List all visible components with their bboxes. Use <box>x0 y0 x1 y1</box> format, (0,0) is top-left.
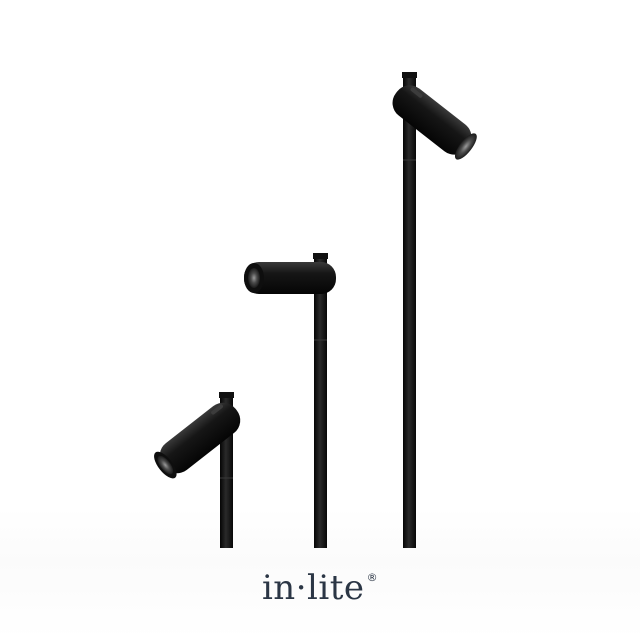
tall-spike-light <box>392 72 477 548</box>
medium-spike-light <box>244 253 336 548</box>
medium-spot-head <box>244 262 336 294</box>
tall-pole <box>403 72 416 548</box>
registered-mark: ® <box>366 571 379 584</box>
tall-spot-head <box>392 85 477 160</box>
brand-logo-text: in·lite <box>261 568 365 608</box>
brand-logo: in·lite® <box>0 556 640 610</box>
short-spot-head <box>154 402 241 479</box>
medium-pole <box>314 253 327 548</box>
short-spike-light <box>154 392 241 548</box>
